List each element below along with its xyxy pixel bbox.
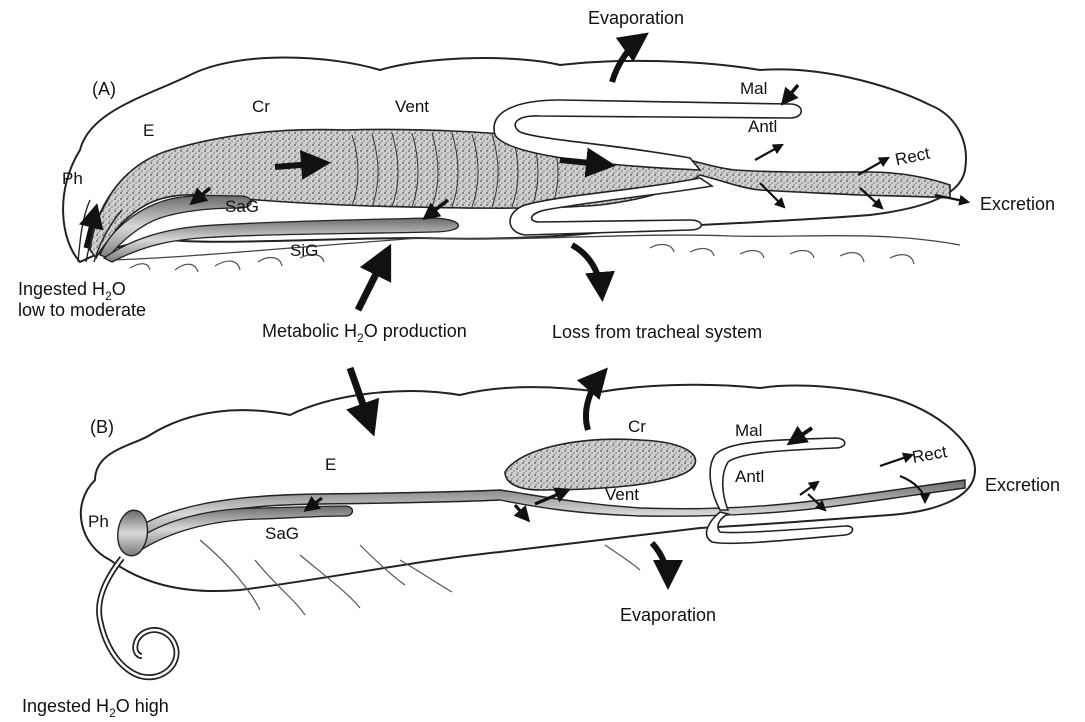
arrow-rect-up-b xyxy=(880,455,912,466)
panel-b-pharynx xyxy=(118,510,148,556)
label-a-pharynx: Ph xyxy=(62,170,83,187)
panel-b-body xyxy=(81,385,975,677)
panel-a-prolegs xyxy=(130,245,914,272)
label-a-mal: Mal xyxy=(740,80,767,97)
arrow-metabolic-b xyxy=(350,368,372,430)
label-b-excretion: Excretion xyxy=(985,476,1060,494)
arrow-tracheal-a xyxy=(572,245,602,296)
tracheal-loss-label: Loss from tracheal system xyxy=(552,323,762,341)
arrow-evaporation-b xyxy=(652,543,668,584)
label-a-sag: SaG xyxy=(225,198,259,215)
panel-b-salivary-gland xyxy=(130,506,353,552)
intake-a-line2: low to moderate xyxy=(18,301,146,319)
label-b-evaporation: Evaporation xyxy=(620,606,716,624)
arrow-gut-down-b xyxy=(515,505,528,520)
label-b-mal: Mal xyxy=(735,422,762,439)
arrow-tracheal-b xyxy=(586,372,604,430)
panel-b-prolegs xyxy=(200,540,640,615)
label-b-esophagus: E xyxy=(325,456,336,473)
label-b-antl: Antl xyxy=(735,468,764,485)
label-a-esophagus: E xyxy=(143,122,154,139)
label-a-vent: Vent xyxy=(395,98,429,115)
label-b-sag: SaG xyxy=(265,525,299,542)
label-a-crop: Cr xyxy=(252,98,270,115)
label-a-evaporation: Evaporation xyxy=(588,9,684,27)
label-b-vent: Vent xyxy=(605,486,639,503)
label-b-pharynx: Ph xyxy=(88,513,109,530)
panel-b-crop xyxy=(505,439,696,490)
label-a-excretion: Excretion xyxy=(980,195,1055,213)
panel-a-label: (A) xyxy=(92,80,116,98)
arrow-evaporation-a xyxy=(612,36,644,82)
panel-b-label: (B) xyxy=(90,418,114,436)
arrow-metabolic-a xyxy=(358,250,388,310)
arrow-mal-a xyxy=(783,85,798,103)
arrow-antl-up xyxy=(755,145,782,160)
panel-a-ventral-line xyxy=(110,235,960,260)
intake-b-label: Ingested H2O high xyxy=(22,696,169,720)
arrow-antl-up-b xyxy=(800,482,818,495)
label-a-sig: SiG xyxy=(290,242,318,259)
panel-a-body xyxy=(63,58,966,273)
arrow-crop-to-vent xyxy=(275,163,325,167)
label-b-crop: Cr xyxy=(628,418,646,435)
label-a-antl: Antl xyxy=(748,118,777,135)
metabolic-production-label: Metabolic H2O production xyxy=(262,321,467,345)
panel-b-malpighian-lower xyxy=(707,512,853,543)
